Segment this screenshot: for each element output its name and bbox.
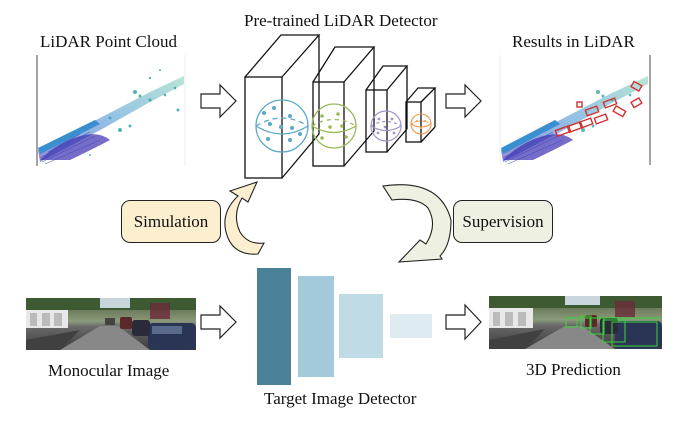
lidar-detector-layer-4 bbox=[405, 87, 437, 143]
image-detector-layer-2 bbox=[298, 276, 334, 377]
right-arrow-icon bbox=[445, 303, 482, 341]
supervision-curved-arrow bbox=[382, 184, 452, 263]
right-arrow-icon bbox=[200, 304, 237, 340]
simulation-box: Simulation bbox=[121, 200, 221, 243]
monocular-image bbox=[26, 298, 196, 350]
image-detector-label: Target Image Detector bbox=[264, 389, 417, 408]
lidar-detector-layer-3 bbox=[365, 65, 409, 153]
monocular-image-label: Monocular Image bbox=[48, 361, 170, 380]
results-in-lidar-image bbox=[499, 55, 651, 165]
feature-sphere-icon-2 bbox=[311, 103, 357, 149]
lidar-detector-label: Pre-trained LiDAR Detector bbox=[244, 11, 438, 30]
right-arrow-icon bbox=[200, 83, 237, 119]
detection-boxes bbox=[554, 80, 643, 138]
image-detector-layer-1 bbox=[257, 268, 291, 385]
3d-prediction-image bbox=[489, 296, 662, 349]
right-arrow-icon bbox=[445, 83, 482, 119]
simulation-curved-arrow bbox=[224, 181, 265, 255]
image-detector-layer-3 bbox=[339, 294, 383, 358]
3d-bounding-boxes bbox=[565, 315, 660, 347]
lidar-detector-layer-1 bbox=[244, 34, 321, 179]
lidar-point-cloud-label: LiDAR Point Cloud bbox=[40, 32, 177, 51]
image-detector-layer-4 bbox=[390, 314, 432, 338]
feature-sphere-icon-4 bbox=[410, 113, 432, 135]
feature-sphere-icon-3 bbox=[370, 110, 402, 142]
feature-sphere-icon-1 bbox=[255, 99, 309, 153]
results-in-lidar-label: Results in LiDAR bbox=[512, 32, 635, 51]
lidar-point-cloud-image bbox=[36, 55, 186, 166]
3d-prediction-label: 3D Prediction bbox=[526, 360, 621, 379]
supervision-box: Supervision bbox=[453, 200, 553, 243]
image-detector-network bbox=[257, 268, 432, 385]
